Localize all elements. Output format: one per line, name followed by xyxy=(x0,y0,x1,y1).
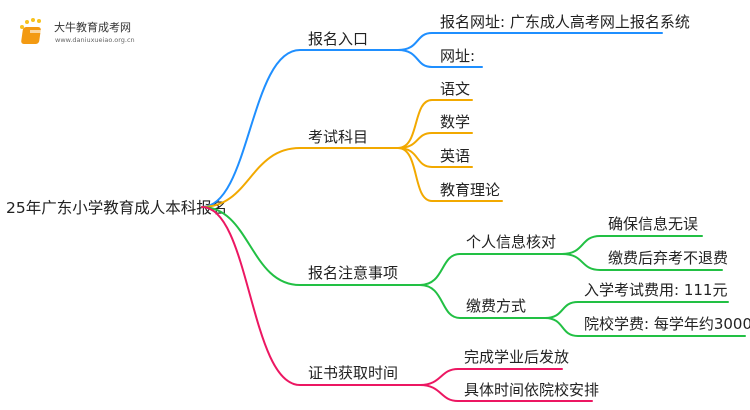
logo: 大牛教育成考网 www.daniuxueiao.org.cn xyxy=(20,18,135,44)
branch-registration-notes: 报名注意事项 xyxy=(308,264,398,282)
payment-method-node: 缴费方式 xyxy=(466,297,526,315)
branch-exam-subjects: 考试科目 xyxy=(308,128,368,146)
exam-fee-node: 入学考试费用: 111元 xyxy=(584,281,727,299)
logo-url: www.daniuxueiao.org.cn xyxy=(55,36,135,44)
personal-info-check-node: 个人信息核对 xyxy=(466,233,556,251)
subject-chinese: 语文 xyxy=(440,80,470,98)
time-per-school-node: 具体时间依院校安排 xyxy=(464,381,599,399)
no-refund-node: 缴费后弃考不退费 xyxy=(608,249,728,267)
ensure-info-correct-node: 确保信息无误 xyxy=(608,215,698,233)
issued-after-completion-node: 完成学业后发放 xyxy=(464,348,569,366)
tuition-fee-node: 院校学费: 每学年约3000元 xyxy=(584,315,750,333)
registration-url-node: 报名网址: 广东成人高考网上报名系统 xyxy=(440,13,690,31)
subject-education-theory: 教育理论 xyxy=(440,181,500,199)
subject-math: 数学 xyxy=(440,113,470,131)
url-node: 网址: xyxy=(440,47,475,65)
logo-name: 大牛教育成考网 xyxy=(54,20,131,34)
book-icon xyxy=(20,18,41,44)
root-node: 25年广东小学教育成人本科报名 xyxy=(6,199,227,217)
branch-registration-entry: 报名入口 xyxy=(308,30,368,48)
branch-certificate-time: 证书获取时间 xyxy=(308,364,398,382)
subject-english: 英语 xyxy=(440,147,470,165)
